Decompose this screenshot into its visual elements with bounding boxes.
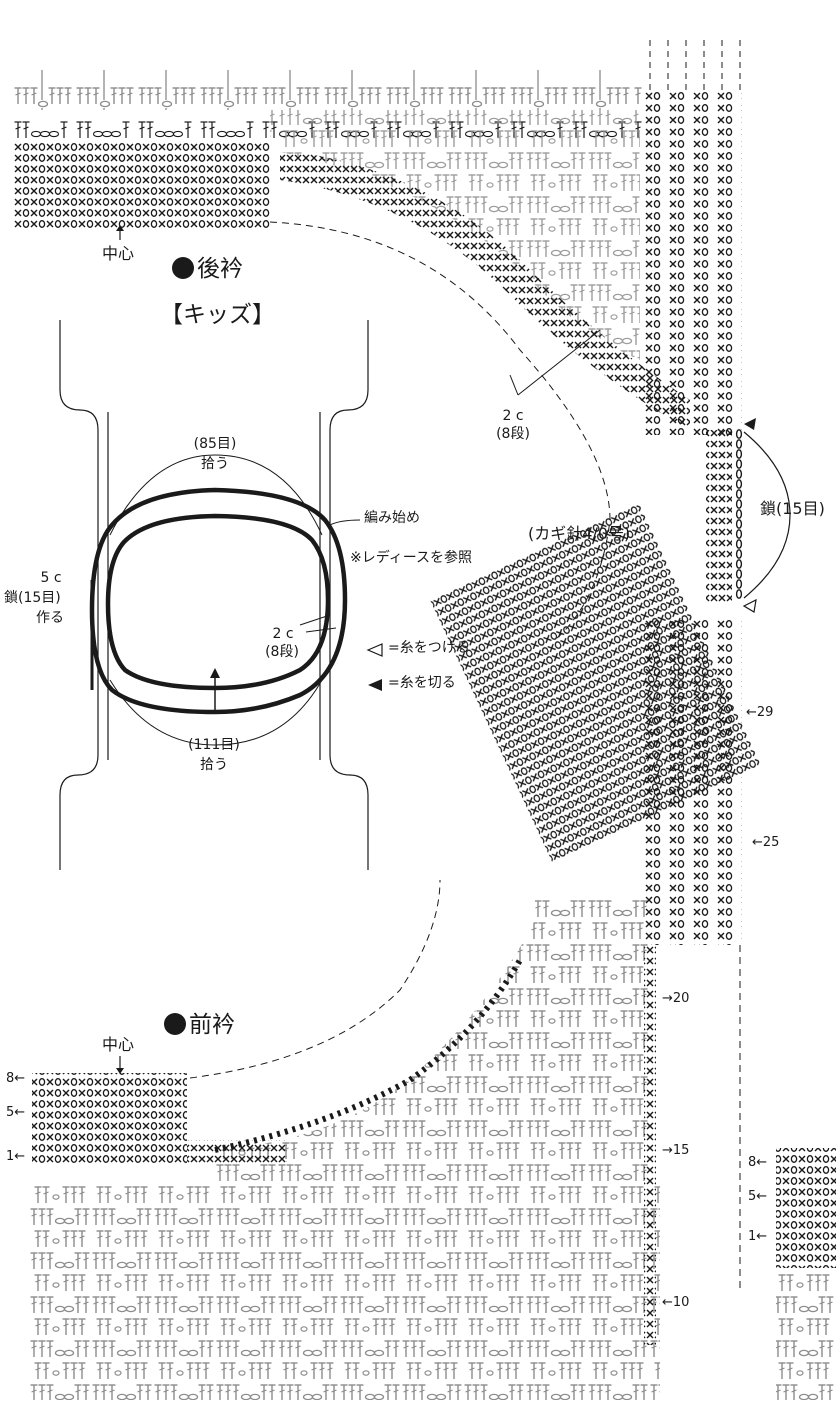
pick-top-count: (85目) <box>193 436 237 452</box>
left-5c-label: 5 c <box>40 570 62 586</box>
back-collar-title-text: 後衿 <box>197 256 243 282</box>
back-collar-title: 後衿 <box>172 256 243 282</box>
pick-top-verb: 拾う <box>201 456 229 472</box>
legend-cut: =糸を切る <box>388 675 456 691</box>
row-label-20: →20 <box>662 991 690 1006</box>
front-collar-title: 前衿 <box>164 1012 235 1038</box>
pick-bottom-count: (111目) <box>188 737 240 753</box>
hook-size-label: (カギ針4/0号) <box>528 524 631 543</box>
row-label-25: ←25 <box>752 835 780 850</box>
bullet-icon <box>172 257 194 279</box>
start-label: 編み始め <box>364 510 420 526</box>
chain-count-label: 鎖(15目) <box>760 499 825 518</box>
kids-schematic <box>59 320 383 870</box>
kids-title: 【キッズ】 <box>160 302 275 328</box>
ref-note: ※レディースを参照 <box>350 550 473 566</box>
left-chain-label: 鎖(15目) <box>4 590 61 606</box>
side-row-5: 5← <box>748 1189 768 1204</box>
bullet-icon <box>164 1013 186 1035</box>
front-row-8: 8← <box>6 1071 26 1086</box>
row-label-29: ←29 <box>746 705 774 720</box>
row-label-15: →15 <box>662 1143 690 1158</box>
side-row-8: 8← <box>748 1155 768 1170</box>
back-decrease-rows: (8段) <box>496 426 530 442</box>
front-row-5: 5← <box>6 1105 26 1120</box>
legend-attach: =糸をつける <box>388 640 470 656</box>
left-make-label: 作る <box>36 610 64 626</box>
back-center-label: 中心 <box>102 244 135 263</box>
back-decrease-label: 2 c <box>502 408 524 424</box>
right-rows-label: (8段) <box>265 644 299 660</box>
front-center-label: 中心 <box>102 1035 135 1054</box>
side-row-1: 1← <box>748 1229 768 1244</box>
front-collar-chart <box>30 502 836 1400</box>
pick-bottom-verb: 拾う <box>200 757 228 773</box>
front-collar-title-text: 前衿 <box>189 1012 235 1038</box>
right-2c-label: 2 c <box>272 626 294 642</box>
row-label-10: ←10 <box>662 1295 690 1310</box>
front-row-1: 1← <box>6 1149 26 1164</box>
